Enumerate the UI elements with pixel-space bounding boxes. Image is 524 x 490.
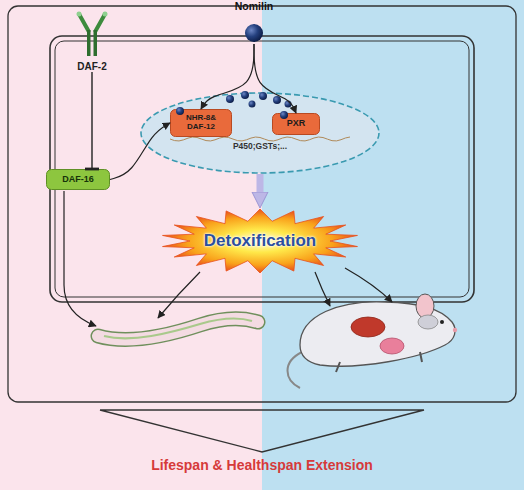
mouse-illustration [288, 294, 458, 388]
receptor-arm [96, 14, 106, 31]
transcription-factor-box: DAF-16 [46, 169, 110, 190]
bound-molecule [176, 107, 184, 115]
receptor-box: NHR-8& DAF-12 [170, 109, 232, 137]
activation-arrow [110, 123, 170, 180]
node-label: NHR-8& DAF-12 [181, 114, 221, 132]
daf16-worm-arrow [64, 191, 96, 326]
worm-outline [98, 319, 258, 340]
molecule-ball [245, 24, 263, 42]
receptor-tip [77, 12, 82, 17]
mouse-liver [351, 317, 385, 337]
mouse-eye [440, 320, 444, 324]
outcome-arrows [64, 191, 392, 326]
nomilin-molecules [176, 91, 292, 119]
binding-arrow [254, 44, 296, 113]
outer-frame [8, 6, 516, 402]
receptor-box: PXR [272, 113, 320, 135]
node-label: Nomilin [235, 1, 274, 13]
node-label: PXR [287, 119, 306, 129]
receptor-node: DAF-2 [64, 10, 120, 72]
molecule-dot [249, 101, 256, 108]
worm-gut [104, 319, 252, 339]
cell-membrane [50, 36, 474, 302]
node-label: DAF-16 [62, 175, 94, 185]
detox-mouse-arrow [345, 268, 392, 302]
molecule-dot [259, 92, 267, 100]
worm-illustration [98, 319, 258, 340]
node-label: P450;GSTs;... [233, 142, 287, 151]
outcome-label: Lifespan & Healthspan Extension [151, 457, 373, 473]
mouse-brain [418, 315, 438, 329]
receptor-stem [87, 30, 91, 56]
mouse-ear [416, 294, 434, 318]
dna-strand [170, 137, 350, 141]
nucleus-ellipse: P450;GSTs;... NHR-8& DAF-12 PXR [140, 92, 380, 174]
molecule-dot [226, 95, 234, 103]
molecule-dot [273, 96, 281, 104]
cell-membrane-inner [55, 41, 469, 297]
mouse-kidney [380, 338, 404, 354]
detox-worm-arrow [158, 272, 200, 318]
funnel-triangle [100, 410, 424, 452]
compound-node: Nomilin [222, 0, 286, 44]
detox-mouse-arrow [315, 272, 330, 306]
mouse-tail [288, 352, 303, 388]
nucleus-outline [141, 93, 379, 173]
burst-shape [163, 209, 358, 273]
receptor-tip [103, 12, 108, 17]
induction-arrow [257, 174, 264, 192]
binding-arrow [201, 44, 254, 109]
node-label: DAF-2 [77, 61, 106, 72]
effect-burst: Detoxification [160, 208, 360, 274]
worm-body [98, 319, 258, 340]
receptor-arm [79, 14, 89, 31]
node-label: Detoxification [204, 232, 316, 251]
molecule-dot [285, 101, 292, 108]
bound-molecule [280, 111, 288, 119]
receptor-stem [94, 30, 98, 56]
mouse-nose [453, 328, 457, 332]
molecule-dot [241, 91, 249, 99]
box-outline [273, 114, 320, 135]
mouse-feet [336, 352, 422, 372]
inhibition-line [91, 72, 92, 169]
box-outline [171, 110, 232, 137]
box-outline [47, 170, 110, 190]
